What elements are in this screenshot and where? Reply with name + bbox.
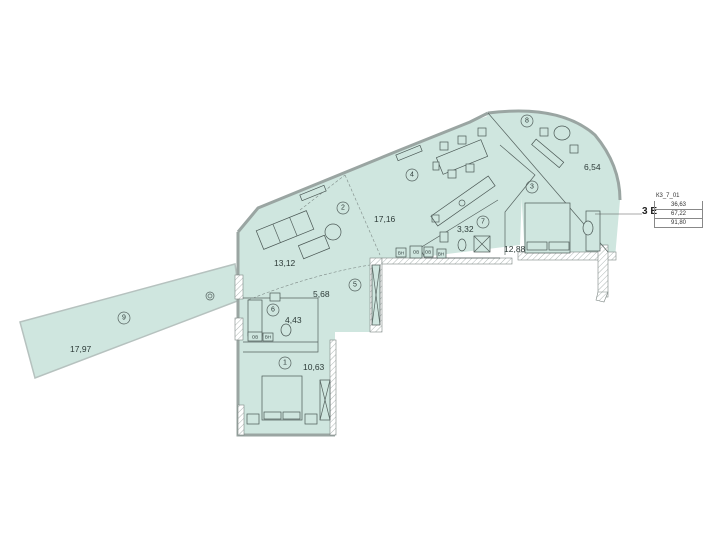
tree-icon-inner xyxy=(207,293,213,299)
sink-icon xyxy=(431,214,440,223)
partition-bath xyxy=(243,297,319,353)
coffee-table xyxy=(297,234,331,260)
room-5-marker: 5 xyxy=(348,278,362,292)
washbasin-6 xyxy=(269,292,281,302)
area-room-7: 3,32 xyxy=(457,224,474,234)
partition-wc xyxy=(419,199,500,259)
svg-text:ОВ: ОВ xyxy=(252,335,259,340)
zone-boundary-3 xyxy=(299,174,346,211)
zone-boundary-1 xyxy=(344,174,381,256)
partition-room3 xyxy=(499,144,536,255)
room-3-marker: 3 xyxy=(525,180,539,194)
area-room-5: 5,68 xyxy=(313,289,330,299)
bathtub xyxy=(247,299,263,337)
toilet-7 xyxy=(457,238,467,252)
total-area: 67,22 xyxy=(655,210,703,219)
pillow-3b xyxy=(548,241,570,251)
area-hall: 13,12 xyxy=(274,258,296,268)
wall-bedroom-east xyxy=(329,339,337,436)
pillow-1a xyxy=(263,411,282,420)
wall-west-col-1 xyxy=(234,274,244,300)
sofa xyxy=(255,210,315,250)
washbasin-7 xyxy=(439,231,449,243)
terrace-9-floor xyxy=(19,263,241,379)
wall-south-mid xyxy=(381,257,513,265)
room-8-marker: 8 xyxy=(520,114,534,128)
area-room-2: 17,16 xyxy=(374,214,396,224)
box-vn-6 xyxy=(262,332,274,342)
svg-text:3: 3 xyxy=(530,184,534,191)
svg-text:ВН: ВН xyxy=(265,335,271,340)
svg-text:ВН: ВН xyxy=(398,251,404,256)
zone-boundary-2 xyxy=(247,264,371,301)
area-room-8: 6,54 xyxy=(584,162,601,172)
wall-east-corner xyxy=(595,291,609,303)
living-area: 36,63 xyxy=(655,201,703,210)
area-summary: 36,63 67,22 91,80 xyxy=(654,201,703,228)
window-2 xyxy=(299,184,327,202)
area-room-3: 12,88 xyxy=(504,244,526,254)
stove-icon xyxy=(458,199,466,207)
balcony-chair-2 xyxy=(569,144,579,154)
svg-text:6: 6 xyxy=(271,307,275,314)
room-4-marker: 4 xyxy=(405,168,419,182)
pillow-3a xyxy=(526,241,548,251)
room-6-marker: 6 xyxy=(266,303,280,317)
area-room-9: 17,97 xyxy=(70,344,92,354)
nightstand-1b xyxy=(304,413,318,425)
area-room-6: 4,43 xyxy=(285,315,302,325)
nightstand-1a xyxy=(246,413,260,425)
dining-table xyxy=(435,139,489,175)
room-2-marker: 2 xyxy=(336,201,350,215)
wall-east-column xyxy=(597,244,609,298)
svg-text:ВН: ВН xyxy=(438,252,444,257)
svg-text:7: 7 xyxy=(481,219,485,226)
wall-bottom-left xyxy=(237,404,245,436)
pillow-1b xyxy=(282,411,301,420)
svg-text:8: 8 xyxy=(525,118,529,125)
svg-text:ОВ: ОВ xyxy=(413,250,420,255)
wall-west-col-2 xyxy=(234,317,244,341)
svg-text:1: 1 xyxy=(283,360,287,367)
balcony-table xyxy=(553,125,571,141)
room-9-marker: 9 xyxy=(117,311,131,325)
toilet-6 xyxy=(280,323,292,337)
outer-wall-nw xyxy=(236,111,489,233)
svg-text:2: 2 xyxy=(341,205,345,212)
balcony-chair-1 xyxy=(539,127,549,137)
armchair xyxy=(324,223,342,241)
utility-boxes: ВН ОВ ОВ ВН xyxy=(395,245,447,259)
box-ov-6 xyxy=(247,331,263,342)
building-code: К3_7_01 xyxy=(656,193,680,199)
outer-wall-balcony xyxy=(487,109,622,201)
apartment-type: 3 Е xyxy=(642,206,658,217)
chair-room-3 xyxy=(582,220,594,236)
area-room-1: 10,63 xyxy=(303,362,325,372)
room-1-marker: 1 xyxy=(278,356,292,370)
tree-icon xyxy=(205,291,215,301)
total-area-with-terraces: 91,80 xyxy=(655,219,703,228)
dining-chairs xyxy=(432,127,487,179)
window-balcony xyxy=(531,138,565,169)
svg-text:ОВ: ОВ xyxy=(425,250,432,255)
svg-text:5: 5 xyxy=(353,282,357,289)
window-1 xyxy=(395,144,423,162)
svg-text:4: 4 xyxy=(410,172,414,179)
room-7-marker: 7 xyxy=(476,215,490,229)
svg-text:9: 9 xyxy=(122,315,126,322)
apartment-legend: К3_7_01 3 Е 36,63 67,22 91,80 xyxy=(642,193,712,233)
kitchen-counter xyxy=(430,175,496,227)
